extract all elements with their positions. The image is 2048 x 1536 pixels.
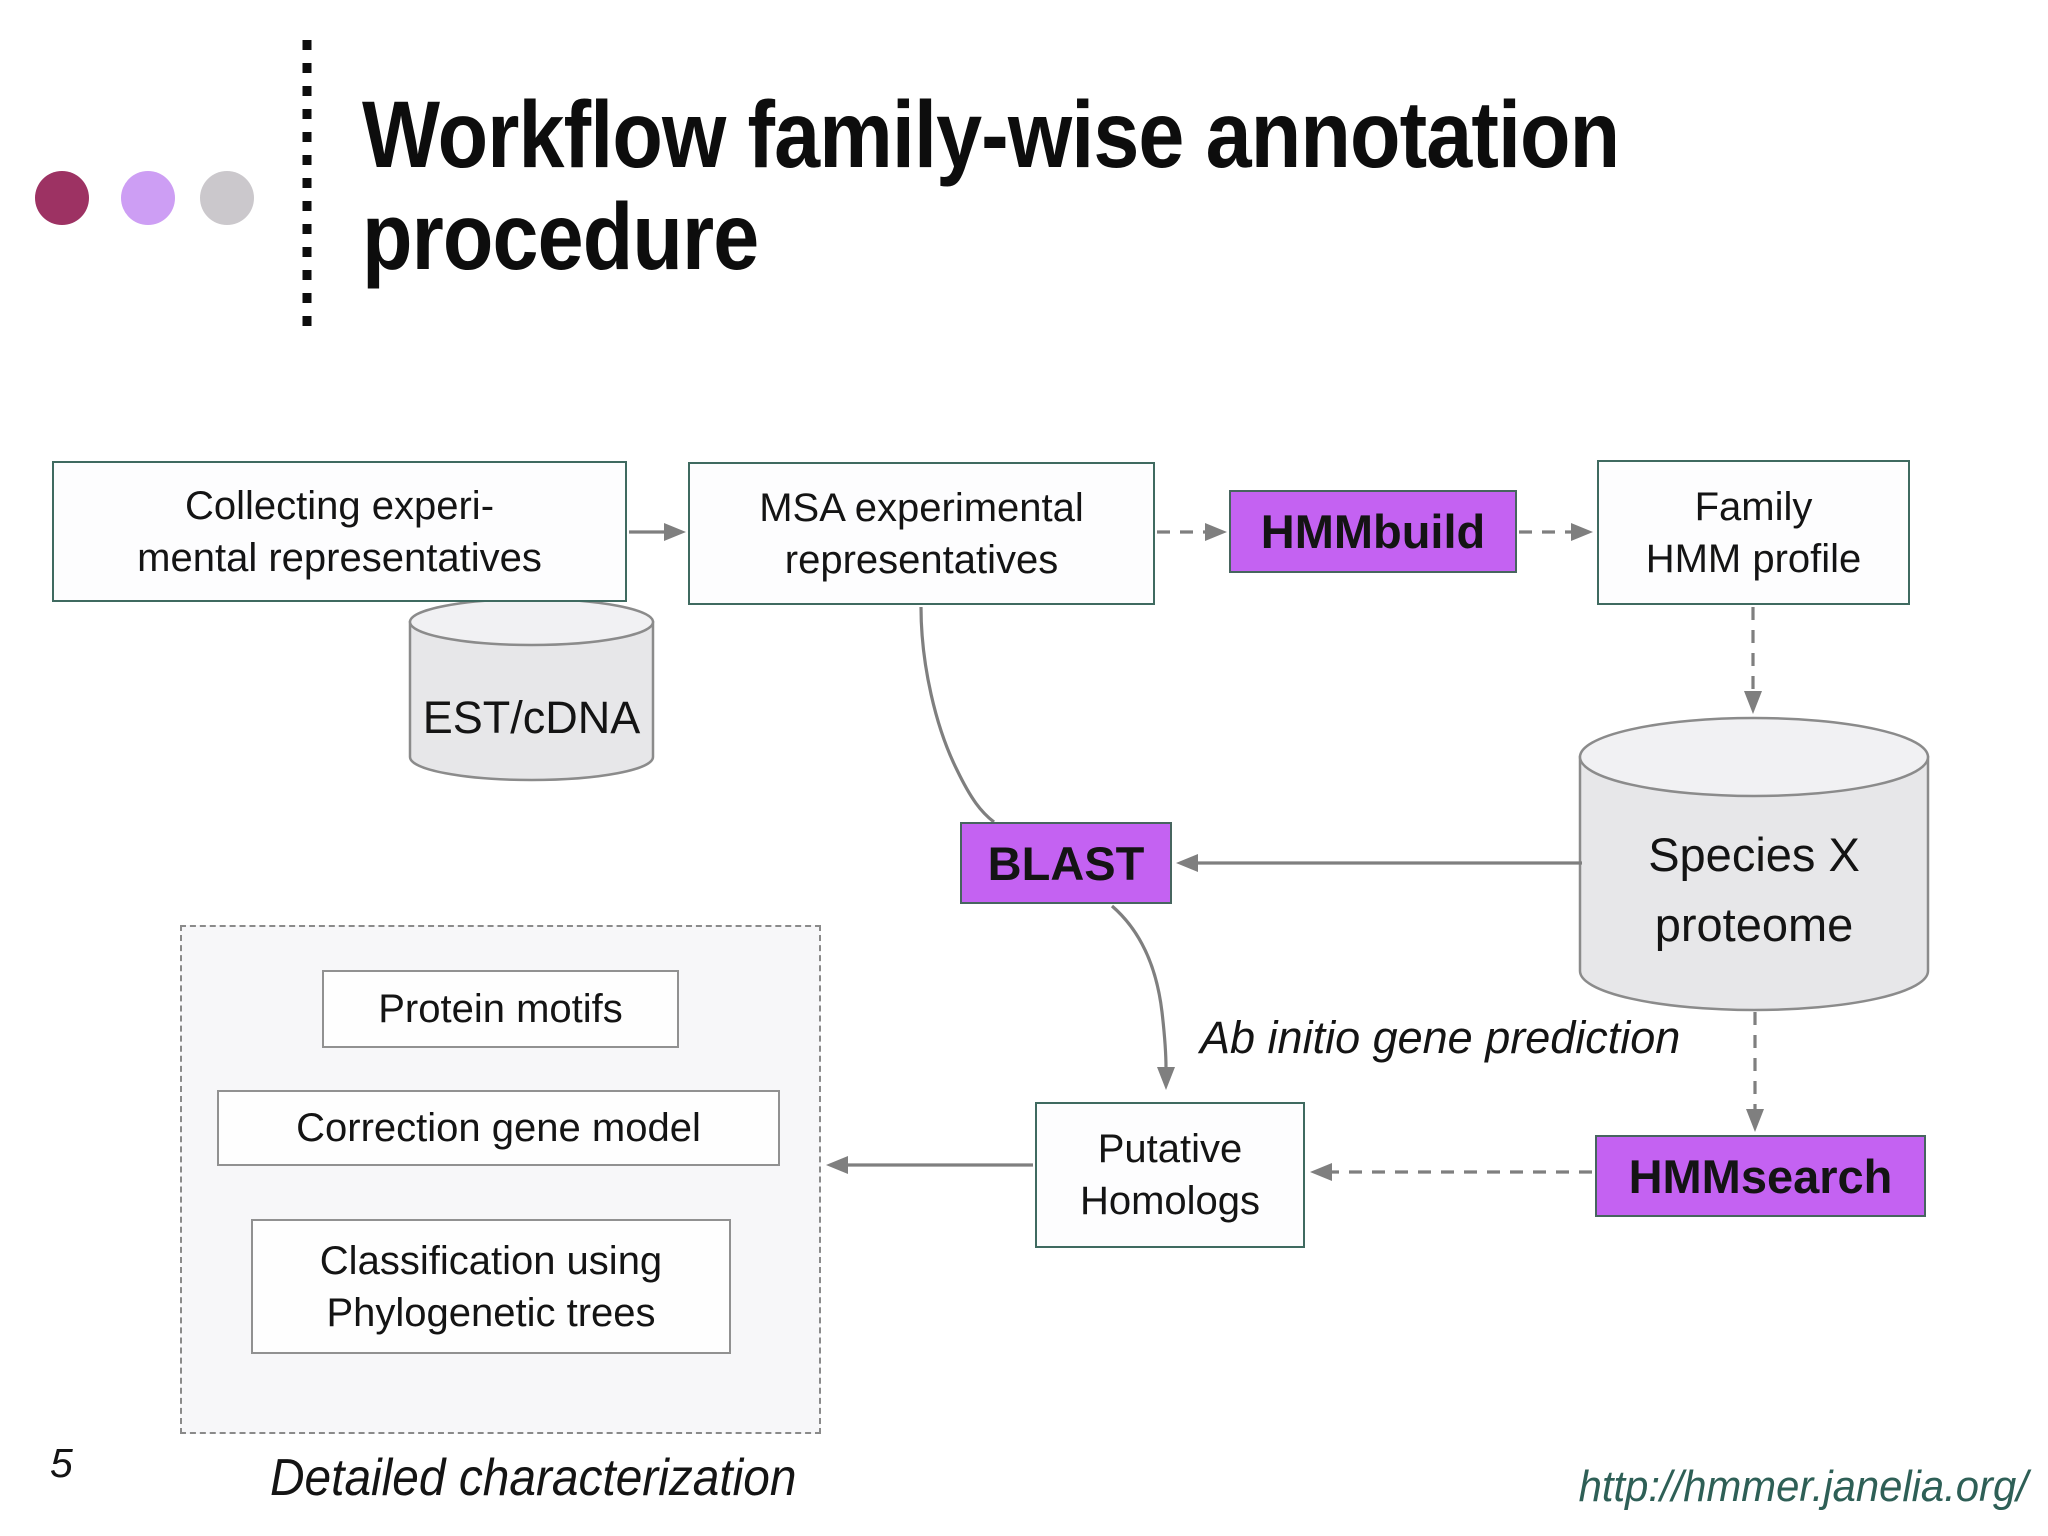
curve-msa-to-blast [919,606,995,824]
est-cylinder-label: EST/cDNA [422,692,641,743]
arrow-msa-to-hmmbuild [1157,523,1227,541]
node-msa: MSA experimental representatives [688,462,1155,605]
ab-initio-label: Ab initio gene prediction [1200,1012,1681,1063]
node-protein-motifs-label: Protein motifs [378,987,623,1031]
arrow-species-to-blast [1176,854,1582,872]
node-msa-line2: representatives [784,537,1059,582]
footer-url: http://hmmer.janelia.org/ [1578,1462,2028,1511]
node-protein-motifs: Protein motifs [322,970,679,1048]
node-hmmbuild-label: HMMbuild [1260,505,1486,558]
node-putative-line1: Putative [1097,1127,1243,1171]
node-family-line2: HMM profile [1645,536,1862,581]
node-collecting: Collecting experi- mental representative… [52,461,627,602]
node-collecting-line1: Collecting experi- [184,483,495,528]
arrow-hmmbuild-to-family [1519,523,1593,541]
page-title-line2: procedure [362,184,759,290]
node-classification: Classification using Phylogenetic trees [251,1219,731,1354]
bullet-dot-gray [200,171,254,225]
node-hmmsearch-label: HMMsearch [1628,1149,1893,1203]
node-blast-label: BLAST [987,836,1145,890]
species-cylinder-shape [1578,716,1930,1012]
species-line2: proteome [1654,898,1854,951]
node-collecting-line2: mental representatives [137,535,542,580]
page-title: Workflow family-wise annotation procedur… [362,82,1620,290]
arrow-putative-to-container [826,1156,1033,1174]
curve-blast-to-putative [1110,904,1175,1090]
detailed-characterization-label: Detailed characterization [270,1449,797,1507]
node-correction-gene-model: Correction gene model [217,1090,780,1166]
node-classification-line1: Classification using [319,1238,663,1283]
node-putative-homologs: Putative Homologs [1035,1102,1305,1248]
arrow-hmmsearch-to-putative [1310,1163,1592,1181]
page-title-line1: Workflow family-wise annotation [362,82,1620,188]
node-family-line1: Family [1694,484,1813,529]
est-cylinder-shape [408,597,655,782]
node-hmmsearch: HMMsearch [1595,1135,1926,1217]
arrow-species-to-hmmsearch [1746,1012,1764,1132]
arrow-family-to-species [1744,607,1762,714]
page-number: 5 [50,1440,73,1486]
bullet-dot-purple [121,171,175,225]
node-msa-line1: MSA experimental [759,485,1084,530]
node-correction-label: Correction gene model [296,1106,701,1150]
node-family-hmm-profile: Family HMM profile [1597,460,1910,605]
species-line1: Species X [1648,828,1860,881]
species-cylinder-label: Species X proteome [1580,820,1928,960]
node-blast: BLAST [960,822,1172,904]
node-classification-line2: Phylogenetic trees [326,1290,656,1335]
arrow-collecting-to-msa [629,523,686,541]
node-hmmbuild: HMMbuild [1229,490,1517,573]
bullet-dot-maroon [35,171,89,225]
node-putative-line2: Homologs [1079,1179,1261,1223]
